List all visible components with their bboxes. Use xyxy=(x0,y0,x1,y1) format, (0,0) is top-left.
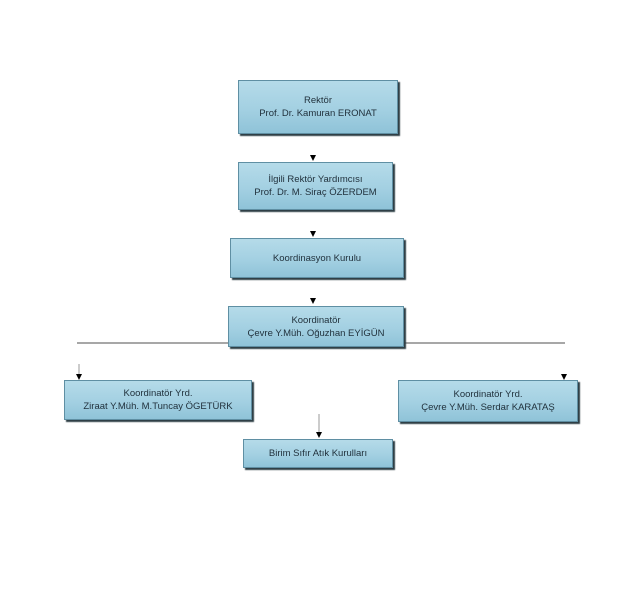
rektor-yardimcisi-name: Prof. Dr. M. Siraç ÖZERDEM xyxy=(254,187,377,198)
rektor-title: Rektör xyxy=(304,95,332,106)
koordinator-yrd-right-name: Çevre Y.Müh. Serdar KARATAŞ xyxy=(421,402,555,413)
rektor-yardimcisi-title: İlgili Rektör Yardımcısı xyxy=(268,174,363,185)
koordinator-yrd-right-title: Koordinatör Yrd. xyxy=(453,389,523,400)
koordinator-name: Çevre Y.Müh. Oğuzhan EYİGÜN xyxy=(247,327,385,339)
koordinasyon-kurulu-box: Koordinasyon Kurulu xyxy=(230,238,404,278)
koordinator-yrd-right-box: Koordinatör Yrd. Çevre Y.Müh. Serdar KAR… xyxy=(398,380,578,422)
birim-kurullari-box: Birim Sıfır Atık Kurulları xyxy=(243,439,393,468)
arrow-to-koordinator-yrd-left xyxy=(76,374,82,380)
koordinator-box: Koordinatör Çevre Y.Müh. Oğuzhan EYİGÜN xyxy=(228,306,404,347)
koordinator-yrd-left-title: Koordinatör Yrd. xyxy=(123,388,193,399)
rektor-yardimcisi-box: İlgili Rektör Yardımcısı Prof. Dr. M. Si… xyxy=(238,162,393,210)
arrow-to-koordinator xyxy=(310,298,316,304)
koordinator-yrd-left-box: Koordinatör Yrd. Ziraat Y.Müh. M.Tuncay … xyxy=(64,380,252,420)
birim-kurullari-title: Birim Sıfır Atık Kurulları xyxy=(268,448,368,459)
arrow-to-birim-kurullari xyxy=(316,432,322,438)
arrow-to-koordinator-yrd-right xyxy=(561,374,567,380)
arrow-to-rektor-yardimcisi xyxy=(310,155,316,161)
arrow-to-koordinasyon-kurulu xyxy=(310,231,316,237)
koordinator-yrd-left-name: Ziraat Y.Müh. M.Tuncay ÖGETÜRK xyxy=(83,401,233,412)
koordinator-title: Koordinatör xyxy=(291,314,341,326)
rektor-box: Rektör Prof. Dr. Kamuran ERONAT xyxy=(238,80,398,134)
koordinasyon-kurulu-title: Koordinasyon Kurulu xyxy=(272,252,362,264)
rektor-name: Prof. Dr. Kamuran ERONAT xyxy=(259,108,377,119)
